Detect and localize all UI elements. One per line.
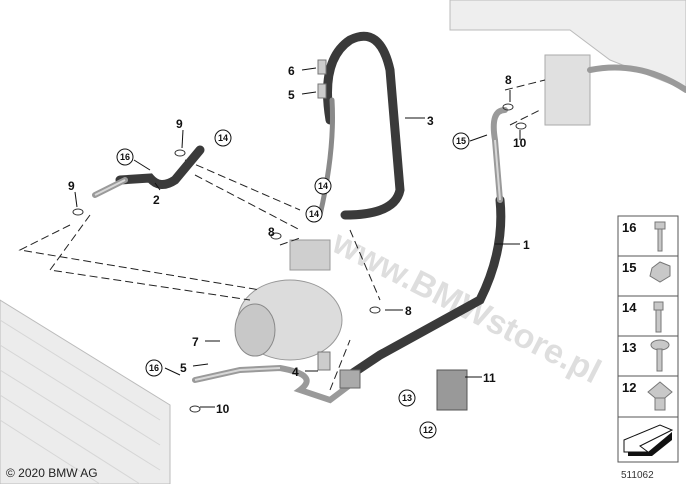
callout-10: 10 (216, 402, 230, 416)
small-parts (72, 59, 527, 413)
nut-icon (649, 261, 671, 283)
callout-11: 11 (483, 371, 496, 385)
bolt-icon (654, 221, 666, 230)
callout-6: 6 (288, 64, 295, 78)
callout-4: 4 (292, 365, 299, 379)
callout-5: 5 (288, 88, 295, 102)
callout-7: 7 (192, 335, 199, 349)
callouts: 6 5 3 8 10 9 2 9 8 1 8 7 5 4 11 10 (68, 64, 530, 416)
panel-label-13: 13 (622, 340, 636, 355)
assembly-lines (18, 79, 546, 391)
callout-2: 2 (153, 193, 160, 207)
callout-12: 12 (423, 425, 433, 435)
callout-9: 9 (68, 179, 75, 193)
circled-callouts: 14 16 14 14 15 16 13 12 (116, 129, 470, 439)
callout-16: 16 (120, 152, 130, 162)
compressor (234, 239, 343, 361)
panel-label-12: 12 (622, 380, 636, 395)
part-number: 511062 (621, 470, 654, 481)
panel-label-15: 15 (622, 260, 636, 275)
leader-lines (74, 67, 521, 408)
callout-5: 5 (180, 361, 187, 375)
callout-9: 9 (176, 117, 183, 131)
evaporator (449, 0, 686, 126)
panel-label-16: 16 (622, 220, 636, 235)
callout-8: 8 (268, 225, 275, 239)
callout-15: 15 (456, 136, 466, 146)
callout-14: 14 (309, 209, 319, 219)
callout-10: 10 (513, 136, 527, 150)
callout-13: 13 (402, 393, 412, 403)
callout-14: 14 (218, 133, 228, 143)
callout-3: 3 (427, 114, 434, 128)
callout-14: 14 (318, 181, 328, 191)
copyright: © 2020 BMW AG (6, 466, 98, 480)
screw-icon (653, 301, 664, 311)
callout-16: 16 (149, 363, 159, 373)
callout-1: 1 (523, 238, 530, 252)
panel-label-14: 14 (622, 300, 637, 315)
callout-8: 8 (405, 304, 412, 318)
fastener-panel: 16 15 14 13 12 (617, 215, 679, 463)
hoses (92, 31, 508, 404)
condenser (0, 299, 171, 484)
callout-8: 8 (505, 73, 512, 87)
